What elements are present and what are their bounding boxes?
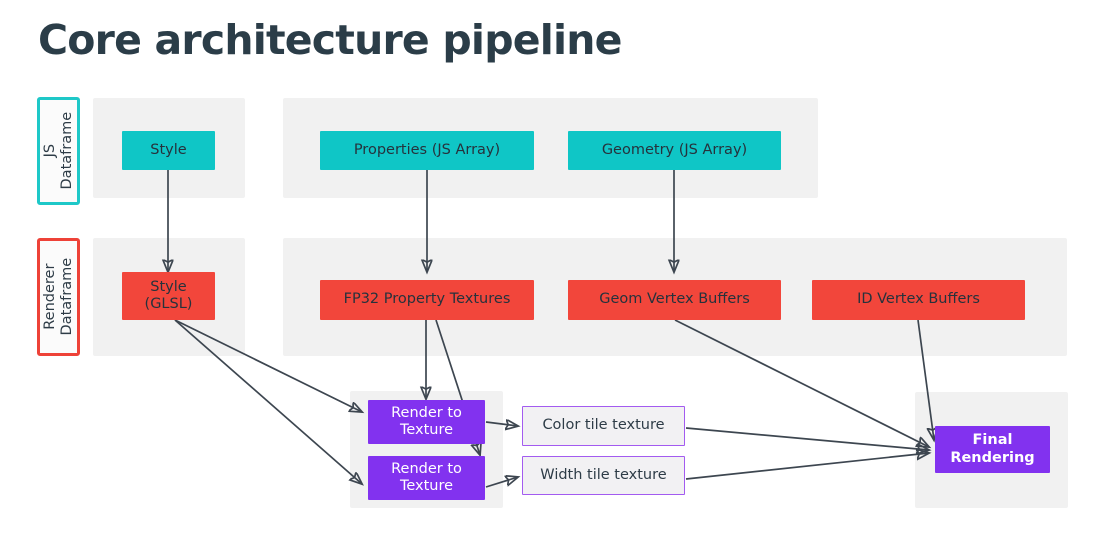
lane-label-js-dataframe: JS Dataframe bbox=[41, 112, 75, 190]
node-width-tile-texture[interactable]: Width tile texture bbox=[522, 456, 685, 495]
node-id-vertex-buffers[interactable]: ID Vertex Buffers bbox=[812, 280, 1025, 320]
lane-tag-js-dataframe: JS Dataframe bbox=[37, 97, 80, 205]
node-geom-vertex-buffers[interactable]: Geom Vertex Buffers bbox=[568, 280, 781, 320]
node-final-rendering[interactable]: Final Rendering bbox=[935, 426, 1050, 473]
edge-color-tile-to-final bbox=[685, 427, 929, 450]
node-fp32-property-textures[interactable]: FP32 Property Textures bbox=[320, 280, 534, 320]
lane-label-renderer-dataframe: Renderer Dataframe bbox=[41, 258, 75, 336]
node-color-tile-texture[interactable]: Color tile texture bbox=[522, 406, 685, 446]
node-render-to-texture-2[interactable]: Render to Texture bbox=[368, 456, 485, 500]
node-style[interactable]: Style bbox=[122, 131, 215, 170]
node-render-to-texture-1[interactable]: Render to Texture bbox=[368, 400, 485, 444]
node-style-glsl[interactable]: Style (GLSL) bbox=[122, 272, 215, 320]
node-properties-js-array[interactable]: Properties (JS Array) bbox=[320, 131, 534, 170]
page-title: Core architecture pipeline bbox=[38, 16, 622, 64]
edge-width-tile-to-final bbox=[685, 453, 929, 480]
node-geometry-js-array[interactable]: Geometry (JS Array) bbox=[568, 131, 781, 170]
lane-tag-renderer-dataframe: Renderer Dataframe bbox=[37, 238, 80, 356]
